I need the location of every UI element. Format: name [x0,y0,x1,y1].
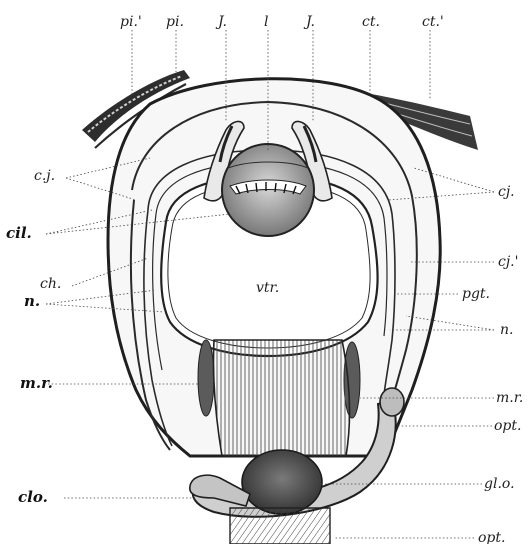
label-cj-prime: cj.' [498,254,518,270]
lens [222,144,314,236]
label-glo: gl.o. [484,476,515,492]
label-mr-left: m.r. [20,374,53,392]
label-cil: cil. [6,224,32,242]
label-n-left: n. [24,292,40,310]
label-j-left: J. [215,14,227,30]
label-ch: ch. [40,276,61,292]
label-opt-bottom: opt. [478,530,505,544]
label-vtr: vtr. [256,280,279,296]
label-ct: ct. [362,14,380,30]
label-j-right: J. [303,14,315,30]
label-pgt: pgt. [462,286,490,302]
label-n-right: n. [500,322,513,338]
label-l: l [264,14,268,30]
label-pi-prime: pi.' [120,14,142,30]
label-cj-right: cj. [498,184,515,200]
muscle-left [198,340,214,416]
optic-nerve-base [230,508,330,544]
label-pi: pi. [166,14,184,30]
label-clo: clo. [18,488,48,506]
label-cj-left: c.j. [34,168,55,184]
label-mr-right: m.r. [496,390,523,406]
label-ct-prime: ct.' [422,14,444,30]
label-opt-mid: opt. [494,418,521,434]
optic-nerve-fibres [213,340,349,456]
optic-ganglion [242,450,322,514]
